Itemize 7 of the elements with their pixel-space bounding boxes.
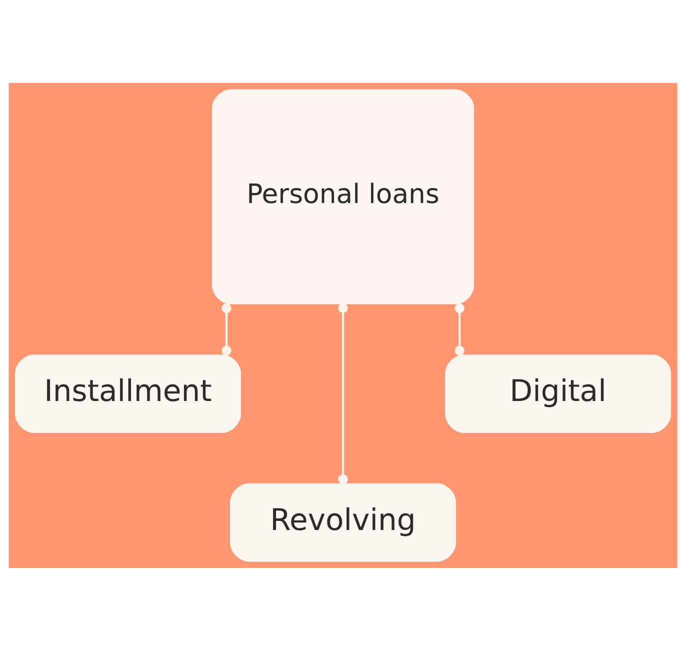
connector — [454, 302, 464, 355]
node-box: Personal loans — [212, 88, 474, 304]
node-box: Digital — [445, 354, 672, 433]
node-box: Revolving — [230, 482, 456, 562]
connector — [222, 302, 232, 355]
connector — [338, 302, 348, 484]
node-box: Installment — [14, 354, 241, 433]
